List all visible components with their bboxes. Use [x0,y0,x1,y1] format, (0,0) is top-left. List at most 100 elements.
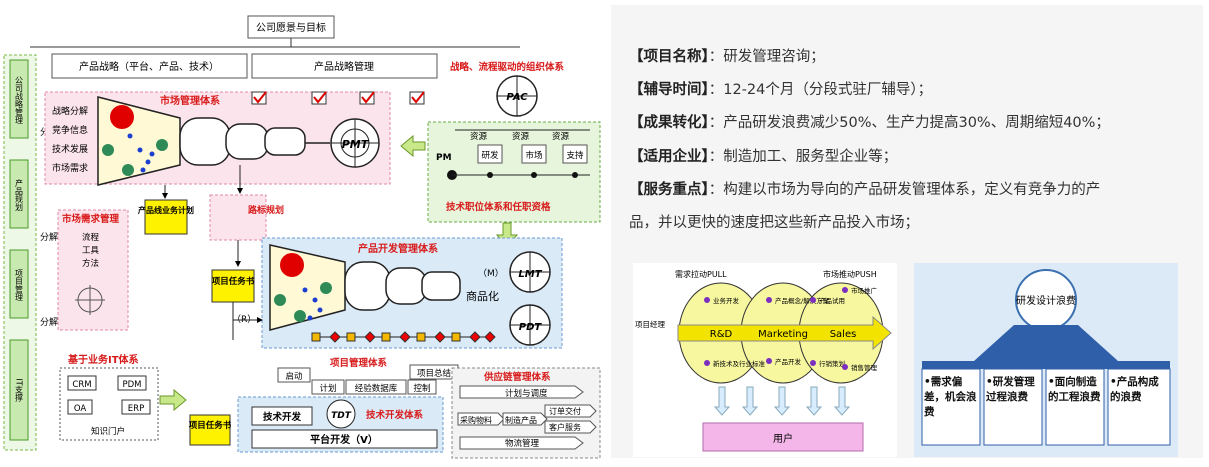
tech-title: 技术职位体系和任职资格 [446,201,551,213]
split-label-2: 分解 [40,231,58,243]
demand-item-2: 方法 [82,258,99,269]
it-item-4: 知识门户 [91,426,125,437]
supply-item-4: 客户服务 [549,422,581,432]
supply-item-0: 计划与调度 [505,388,548,399]
org-panel [427,121,601,223]
dept-2: 支持 [566,150,584,161]
strategy-mgmt-text: 产品战略管理 [314,60,374,73]
resource-3: 资源 [552,131,570,142]
left-label-1: 竞争信息 [52,124,88,136]
it-item-2: OA [74,404,87,414]
tech-dev-text: 技术开发 [263,411,302,423]
top-item-3: 市场推广 [851,286,878,295]
info-panel: 【项目名称】：研发管理咨询； 【辅导时间】：12-24个月（分段式驻厂辅导）； … [611,5,1203,458]
waste-box-0 [921,368,981,446]
waste-title: 研发设计浪费 [1016,294,1076,307]
top-item-1: 产品概念/解决方案 [775,296,830,305]
strategy-mgmt-box [251,53,438,79]
platform-text: 平台开发（V） [310,433,378,446]
info-row-focus: 【服务重点】：构建以市场为导向的产品研发管理体系，定义有竞争力的产 [629,178,1100,199]
side-bar-project [9,249,29,319]
market-system-title: 市场管理体系 [160,94,220,107]
info-label-result: 【成果转化】 [629,115,709,131]
management-system-diagram: 公司战略管理 产品规划 项目管理 IT支撑 分解 分解 分解 公司愿景与目标 产… [0,0,604,463]
funnel-stage-2 [225,123,269,160]
user-bar [702,422,864,452]
info-label-company: 【适用企业】 [629,149,709,165]
info-row-company: 【适用企业】：制造加工、服务型企业等； [629,145,897,166]
it-item-3: ERP [128,404,144,414]
red-dot [110,105,134,129]
top-item-0: 业务开发 [713,296,740,305]
info-label-time: 【辅导时间】 [629,82,709,98]
info-row-result: 【成果转化】：产品研发浪费减少50%、生产力提高30%、周期缩短40%； [629,111,1110,132]
org-title: 战略、流程驱动的组织体系 [450,61,565,73]
info-row-name: 【项目名称】：研发管理咨询； [629,45,825,66]
side-bar-3-text: 项目管理 [15,269,24,301]
task-book-2 [189,414,231,446]
pm-label: PM [436,153,452,163]
project-item-1: 项目总结 [417,368,451,379]
demand-panel [57,209,129,331]
resource-1: 资源 [470,131,488,142]
side-bar-it [9,339,29,441]
manager-text: 项目经理 [635,319,665,329]
left-label-0: 战略分解 [52,105,88,117]
strategy-box [51,53,248,79]
supply-item-1: 采购物料 [460,415,492,425]
tdt-text: TDT [331,411,352,421]
waste-box-1 [983,368,1043,446]
funnel-stage-1 [179,117,231,166]
bottom-item-1: 产品开发 [775,357,802,366]
project-item-3: 经验数据库 [355,383,398,394]
waste-box-2 [1045,368,1105,446]
task-book-1-text: 项目任务书 [212,276,255,287]
waste-diagram-svg: 研发设计浪费 [921,269,1171,446]
management-system-svg: 公司战略管理 产品规划 项目管理 IT支撑 分解 分解 分解 公司愿景与目标 产… [3,15,601,459]
info-value-company: ：制造加工、服务型企业等； [708,149,898,165]
info-label-name: 【项目名称】 [629,49,709,65]
product-line-box [144,199,188,235]
info-value-time: ：12-24个月（分段式驻厂辅导）； [708,82,933,98]
info-value-result: ：产品研发浪费减少50%、生产力提高30%、周期缩短40%； [708,115,1110,131]
info-value-focus: ：构建以市场为导向的产品研发管理体系，定义有竞争力的产 [708,182,1101,198]
info-value-name: ：研发管理咨询； [708,49,825,65]
roadmap-text: 路标规划 [248,204,284,216]
supply-item-2: 制造产品 [505,415,537,425]
top-item-2: 产品试用 [819,296,845,305]
product-line-text: 产品线业务计划 [138,205,194,215]
tech-dev-title: 技术开发体系 [366,409,424,421]
product-dev-title: 产品开发管理体系 [358,242,438,255]
side-bar-strategy [9,59,29,139]
it-item-0: CRM [72,380,91,390]
demand-title: 市场需求管理 [62,213,120,225]
funnel-stage-3 [264,127,306,156]
sales-text: Sales [830,329,857,340]
check-row [251,91,425,105]
task-book-1 [211,269,255,303]
project-title: 项目管理体系 [330,357,388,369]
side-bar-1-text: 公司战略管理 [15,76,24,124]
demand-item-1: 工具 [82,246,100,256]
left-label-2: 技术发展 [52,143,88,155]
dept-1: 市场 [525,150,542,161]
pdt-text: PDT [519,322,543,333]
waste-item-3: •产品构成的浪费 [1110,376,1159,403]
strategy-text: 产品战略（平台、产品、技术） [79,60,219,73]
side-bar-planning [9,159,29,229]
info-label-focus: 【服务重点】 [629,182,709,198]
marketing-text: Marketing [758,329,808,340]
project-item-0: 启动 [285,371,303,382]
project-item-2: 计划 [319,383,336,394]
arrow-left-green [400,134,426,158]
split-label-3: 分解 [40,316,58,328]
waste-box-3 [1107,368,1171,446]
task-book-2-text: 项目任务书 [189,420,232,431]
resource-2: 资源 [512,131,530,142]
tdt-target [326,399,356,429]
flow-diagram-svg: 需求拉动PULL 市场推动PUSH R&D Marketing Sales 项目… [635,269,892,452]
it-item-1: PDM [122,380,141,390]
pull-text: 需求拉动PULL [675,269,727,279]
waste-diagram-box: 研发设计浪费 •需求偏差，机会浪费 •研发管理过程浪费 •面向制造的工程浪费 •… [914,263,1178,457]
left-label-3: 市场需求 [52,162,88,174]
